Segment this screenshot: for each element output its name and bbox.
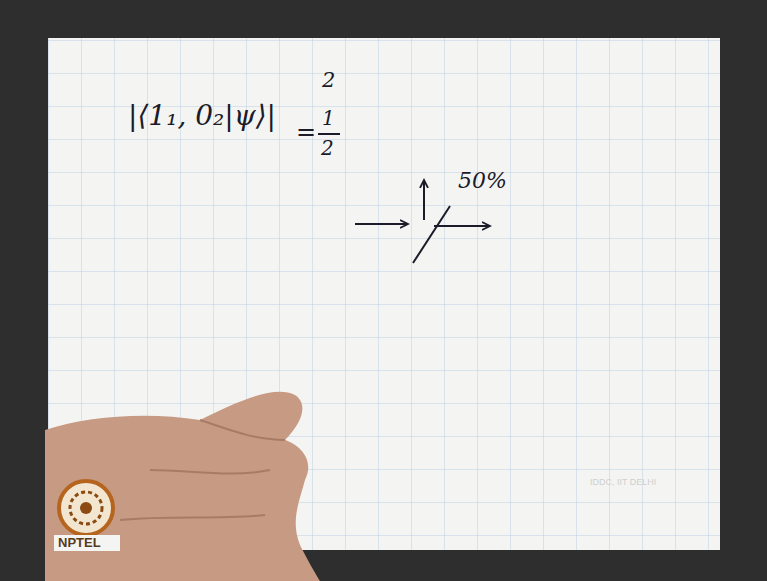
exponent: 2 bbox=[322, 70, 335, 91]
percentage-label: 50% bbox=[458, 170, 507, 192]
input-beam bbox=[355, 223, 408, 225]
reflected-beam bbox=[423, 180, 425, 220]
watermark: IDDC, IIT DELHI bbox=[590, 478, 656, 487]
beam-splitter bbox=[413, 206, 450, 263]
nptel-logo bbox=[54, 481, 120, 551]
numerator: 1 bbox=[322, 108, 335, 128]
hand bbox=[45, 392, 320, 581]
logo-text: NPTEL bbox=[58, 536, 101, 549]
denominator: 2 bbox=[321, 138, 334, 158]
fraction-bar bbox=[318, 133, 340, 135]
equals-sign: = bbox=[296, 120, 316, 144]
bra-ket-expression: |⟨1₁, 0₂|ψ⟩| bbox=[128, 102, 276, 130]
transmitted-beam bbox=[434, 225, 490, 227]
